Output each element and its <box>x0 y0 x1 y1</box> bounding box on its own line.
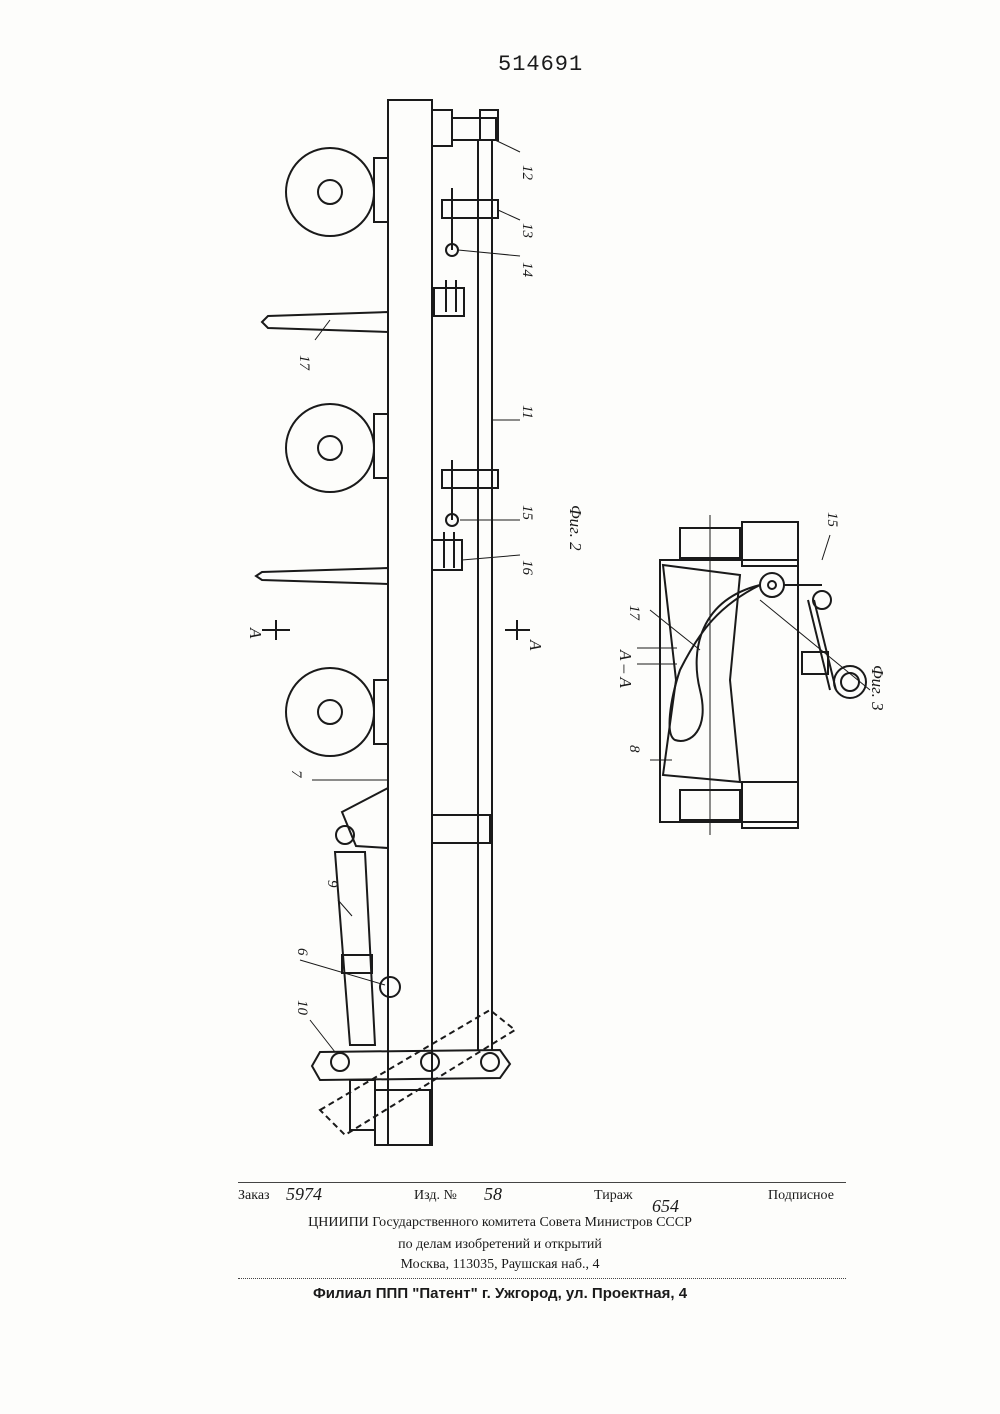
svg-text:12: 12 <box>519 165 535 181</box>
svg-text:17: 17 <box>296 355 312 372</box>
svg-text:13: 13 <box>519 223 535 238</box>
footer-rule-bottom <box>238 1278 846 1279</box>
svg-text:11: 11 <box>519 405 535 419</box>
edition-value: 58 <box>484 1184 502 1205</box>
svg-text:A: A <box>246 627 265 639</box>
subscription-label: Подписное <box>768 1188 834 1204</box>
circulation-label: Тираж <box>594 1188 633 1204</box>
svg-text:Фиг. 2: Фиг. 2 <box>566 505 585 551</box>
figure-2-drawing <box>256 100 530 1145</box>
circulation-value: 654 <box>652 1196 679 1217</box>
svg-text:А – А: А – А <box>616 649 635 688</box>
svg-text:Фиг. 3: Фиг. 3 <box>868 665 887 711</box>
svg-text:15: 15 <box>824 512 840 528</box>
svg-text:6: 6 <box>294 948 310 956</box>
svg-text:16: 16 <box>519 560 535 576</box>
svg-text:8: 8 <box>626 745 642 753</box>
svg-text:17: 17 <box>626 605 642 622</box>
figure-3-drawing <box>650 515 870 835</box>
org-line-2: по делам изобретений и открытий <box>0 1237 1000 1253</box>
order-label: Заказ <box>238 1188 270 1204</box>
svg-text:A: A <box>526 639 545 651</box>
svg-text:14: 14 <box>519 262 535 278</box>
svg-text:10: 10 <box>294 1000 310 1016</box>
figure-2-labels: 12 13 14 17 11 15 16 7 9 6 10 A A Фиг. 2 <box>246 165 585 1016</box>
footer-rule-top <box>238 1182 846 1183</box>
branch-address: Филиал ППП "Патент" г. Ужгород, ул. Прое… <box>0 1285 1000 1302</box>
order-value: 5974 <box>286 1184 322 1205</box>
org-line-3: Москва, 113035, Раушская наб., 4 <box>0 1257 1000 1273</box>
svg-text:7: 7 <box>288 770 304 779</box>
svg-text:9: 9 <box>324 880 340 888</box>
svg-text:15: 15 <box>519 505 535 521</box>
figure-3-labels: 15 17 8 А – А Фиг. 3 <box>616 512 887 753</box>
org-line-1: ЦНИИПИ Государственного комитета Совета … <box>0 1215 1000 1231</box>
edition-label: Изд. № <box>414 1188 457 1204</box>
